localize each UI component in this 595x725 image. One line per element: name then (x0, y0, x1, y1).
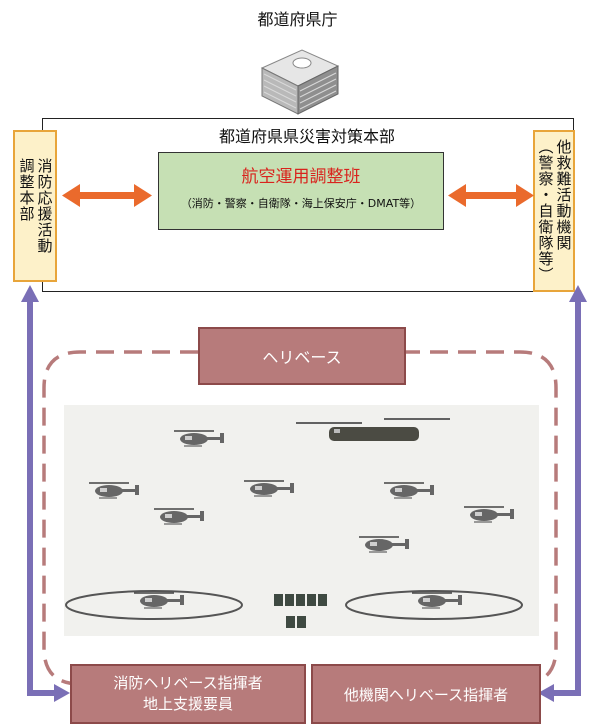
other-agencies-text-col1: 他救難活動機関 (554, 139, 573, 251)
helicopter-scene-image (64, 405, 539, 636)
prefecture-office-label: 都道府県庁 (257, 10, 338, 29)
other-agencies-text-col2: （警察・自衛隊等） (536, 139, 555, 283)
right-purple-arrow-head-up (569, 285, 587, 302)
other-agencies-box: 他救難活動機関 （警察・自衛隊等） (533, 130, 575, 292)
other-agency-heli-base-commander-box: 他機関ヘリベース指揮者 (311, 664, 541, 724)
right-purple-arrow-head-left (538, 684, 554, 702)
fire-coordination-text-col2: 調整本部 (17, 158, 36, 222)
landing-pad-right (345, 590, 523, 620)
office-building-icon (260, 49, 340, 115)
right-orange-double-arrow (448, 184, 534, 207)
left-purple-arrow (27, 300, 56, 696)
fire-heli-base-commander-label: 消防ヘリベース指揮者 (113, 674, 263, 692)
ground-support-staff-label: 地上支援要員 (142, 695, 233, 713)
heli-base-dashed-border (42, 350, 558, 686)
helicopter-icon (463, 506, 515, 523)
fuel-drums-icon (274, 594, 327, 628)
aviation-coordination-subtitle: （消防・警察・自衛隊・海上保安庁・DMAT等） (180, 197, 422, 210)
fire-coordination-box: 消防応援活動 調整本部 (13, 130, 57, 282)
helicopter-icon (153, 508, 205, 525)
fire-coordination-text-col1: 消防応援活動 (35, 158, 54, 254)
disaster-hq-title: 都道府県県災害対策本部 (218, 127, 395, 146)
left-purple-arrow-head-right (54, 684, 70, 702)
helicopter-icon (88, 482, 140, 499)
helicopter-icon (411, 592, 463, 609)
fire-heli-base-commander-box: 消防ヘリベース指揮者 地上支援要員 (70, 664, 306, 724)
helicopter-icon (383, 482, 435, 499)
helicopter-icon (133, 592, 185, 609)
heli-base-label: ヘリベース (198, 327, 406, 385)
aviation-coordination-title: 航空運用調整班 (241, 167, 361, 187)
aviation-coordination-box: 航空運用調整班 （消防・警察・自衛隊・海上保安庁・DMAT等） (158, 152, 444, 230)
helicopter-icon (243, 480, 295, 497)
left-orange-double-arrow (62, 184, 152, 207)
helicopter-icon (358, 536, 410, 553)
left-purple-arrow-head-up (21, 285, 39, 302)
helicopter-icon (173, 430, 225, 447)
landing-pad-left (65, 590, 243, 620)
chinook-helicopter-icon (296, 418, 450, 441)
right-purple-arrow (552, 300, 581, 696)
